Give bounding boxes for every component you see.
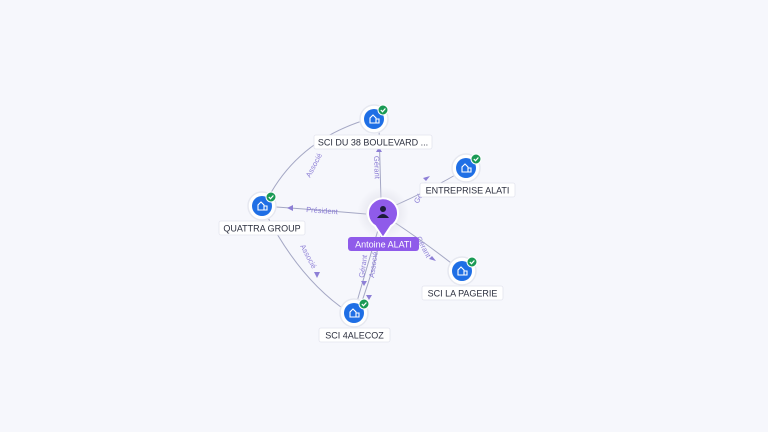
building-icon [349, 308, 360, 318]
edge-label-person-sci-4alecoz-gerant: Gérant [357, 253, 369, 278]
arrow-entreprise-alati [423, 176, 430, 181]
person-node[interactable]: Antoine ALATI [348, 187, 419, 251]
edge-quattra-sci-du-38 [267, 117, 373, 199]
arrow-sci-4alecoz-2 [366, 295, 372, 300]
person-label-box [348, 237, 419, 251]
building-icon [369, 114, 380, 124]
edge-label-quattra-sci-4alecoz: Associé [298, 243, 318, 270]
edge-arrows [287, 147, 436, 300]
company-label-sci-la-pagerie: SCI LA PAGERIE [421, 285, 504, 301]
person-pin-icon [367, 197, 399, 240]
company-node-entreprise-alati[interactable] [451, 153, 482, 183]
company-name: SCI DU 38 BOULEVARD ... [318, 138, 428, 148]
company-node-disc [252, 196, 272, 216]
company-label-entreprise-alati: ENTREPRISE ALATI [419, 182, 516, 198]
company-node-disc [452, 261, 472, 281]
verified-check-icon [466, 256, 478, 268]
arrow-sci-la-pagerie [429, 256, 436, 261]
arrow-quattra-sci-4alecoz [314, 272, 320, 278]
person-icon [377, 206, 389, 218]
company-name: SCI 4ALECOZ [325, 331, 384, 341]
company-label-quattra-group: QUATTRA GROUP [218, 220, 306, 236]
company-node-quattra-group[interactable] [247, 191, 277, 221]
company-name: ENTREPRISE ALATI [426, 186, 510, 196]
edge-label-person-quattra-group: Président [306, 205, 339, 216]
building-icon [461, 163, 472, 173]
company-node-sci-4alecoz[interactable] [339, 298, 370, 328]
verified-check-icon [265, 191, 277, 203]
company-node-disc [344, 303, 364, 323]
company-label-sci-du-38: SCI DU 38 BOULEVARD ... [313, 134, 433, 150]
company-node-disc [364, 109, 384, 129]
building-icon [457, 266, 468, 276]
edge-label-quattra-sci-du-38: Associé [304, 152, 324, 179]
company-node-sci-la-pagerie[interactable] [447, 256, 478, 286]
verified-check-icon [470, 153, 482, 165]
company-node-sci-du-38[interactable] [359, 104, 389, 134]
edge-label-person-sci-du-38: Gérant [372, 156, 382, 180]
company-name: SCI LA PAGERIE [428, 289, 498, 299]
verified-check-icon [358, 298, 370, 310]
person-name-label: Antoine ALATI [355, 240, 412, 250]
arrow-quattra [287, 205, 293, 211]
verified-check-icon [377, 104, 389, 116]
building-icon [257, 201, 268, 211]
company-node-disc [456, 158, 476, 178]
company-label-sci-4alecoz: SCI 4ALECOZ [318, 327, 391, 343]
arrow-sci-du-38 [376, 147, 382, 152]
company-name: QUATTRA GROUP [223, 224, 300, 234]
edge-label-person-sci-4alecoz-associe: Associé [367, 251, 380, 278]
arrow-sci-4alecoz-1 [361, 281, 367, 286]
